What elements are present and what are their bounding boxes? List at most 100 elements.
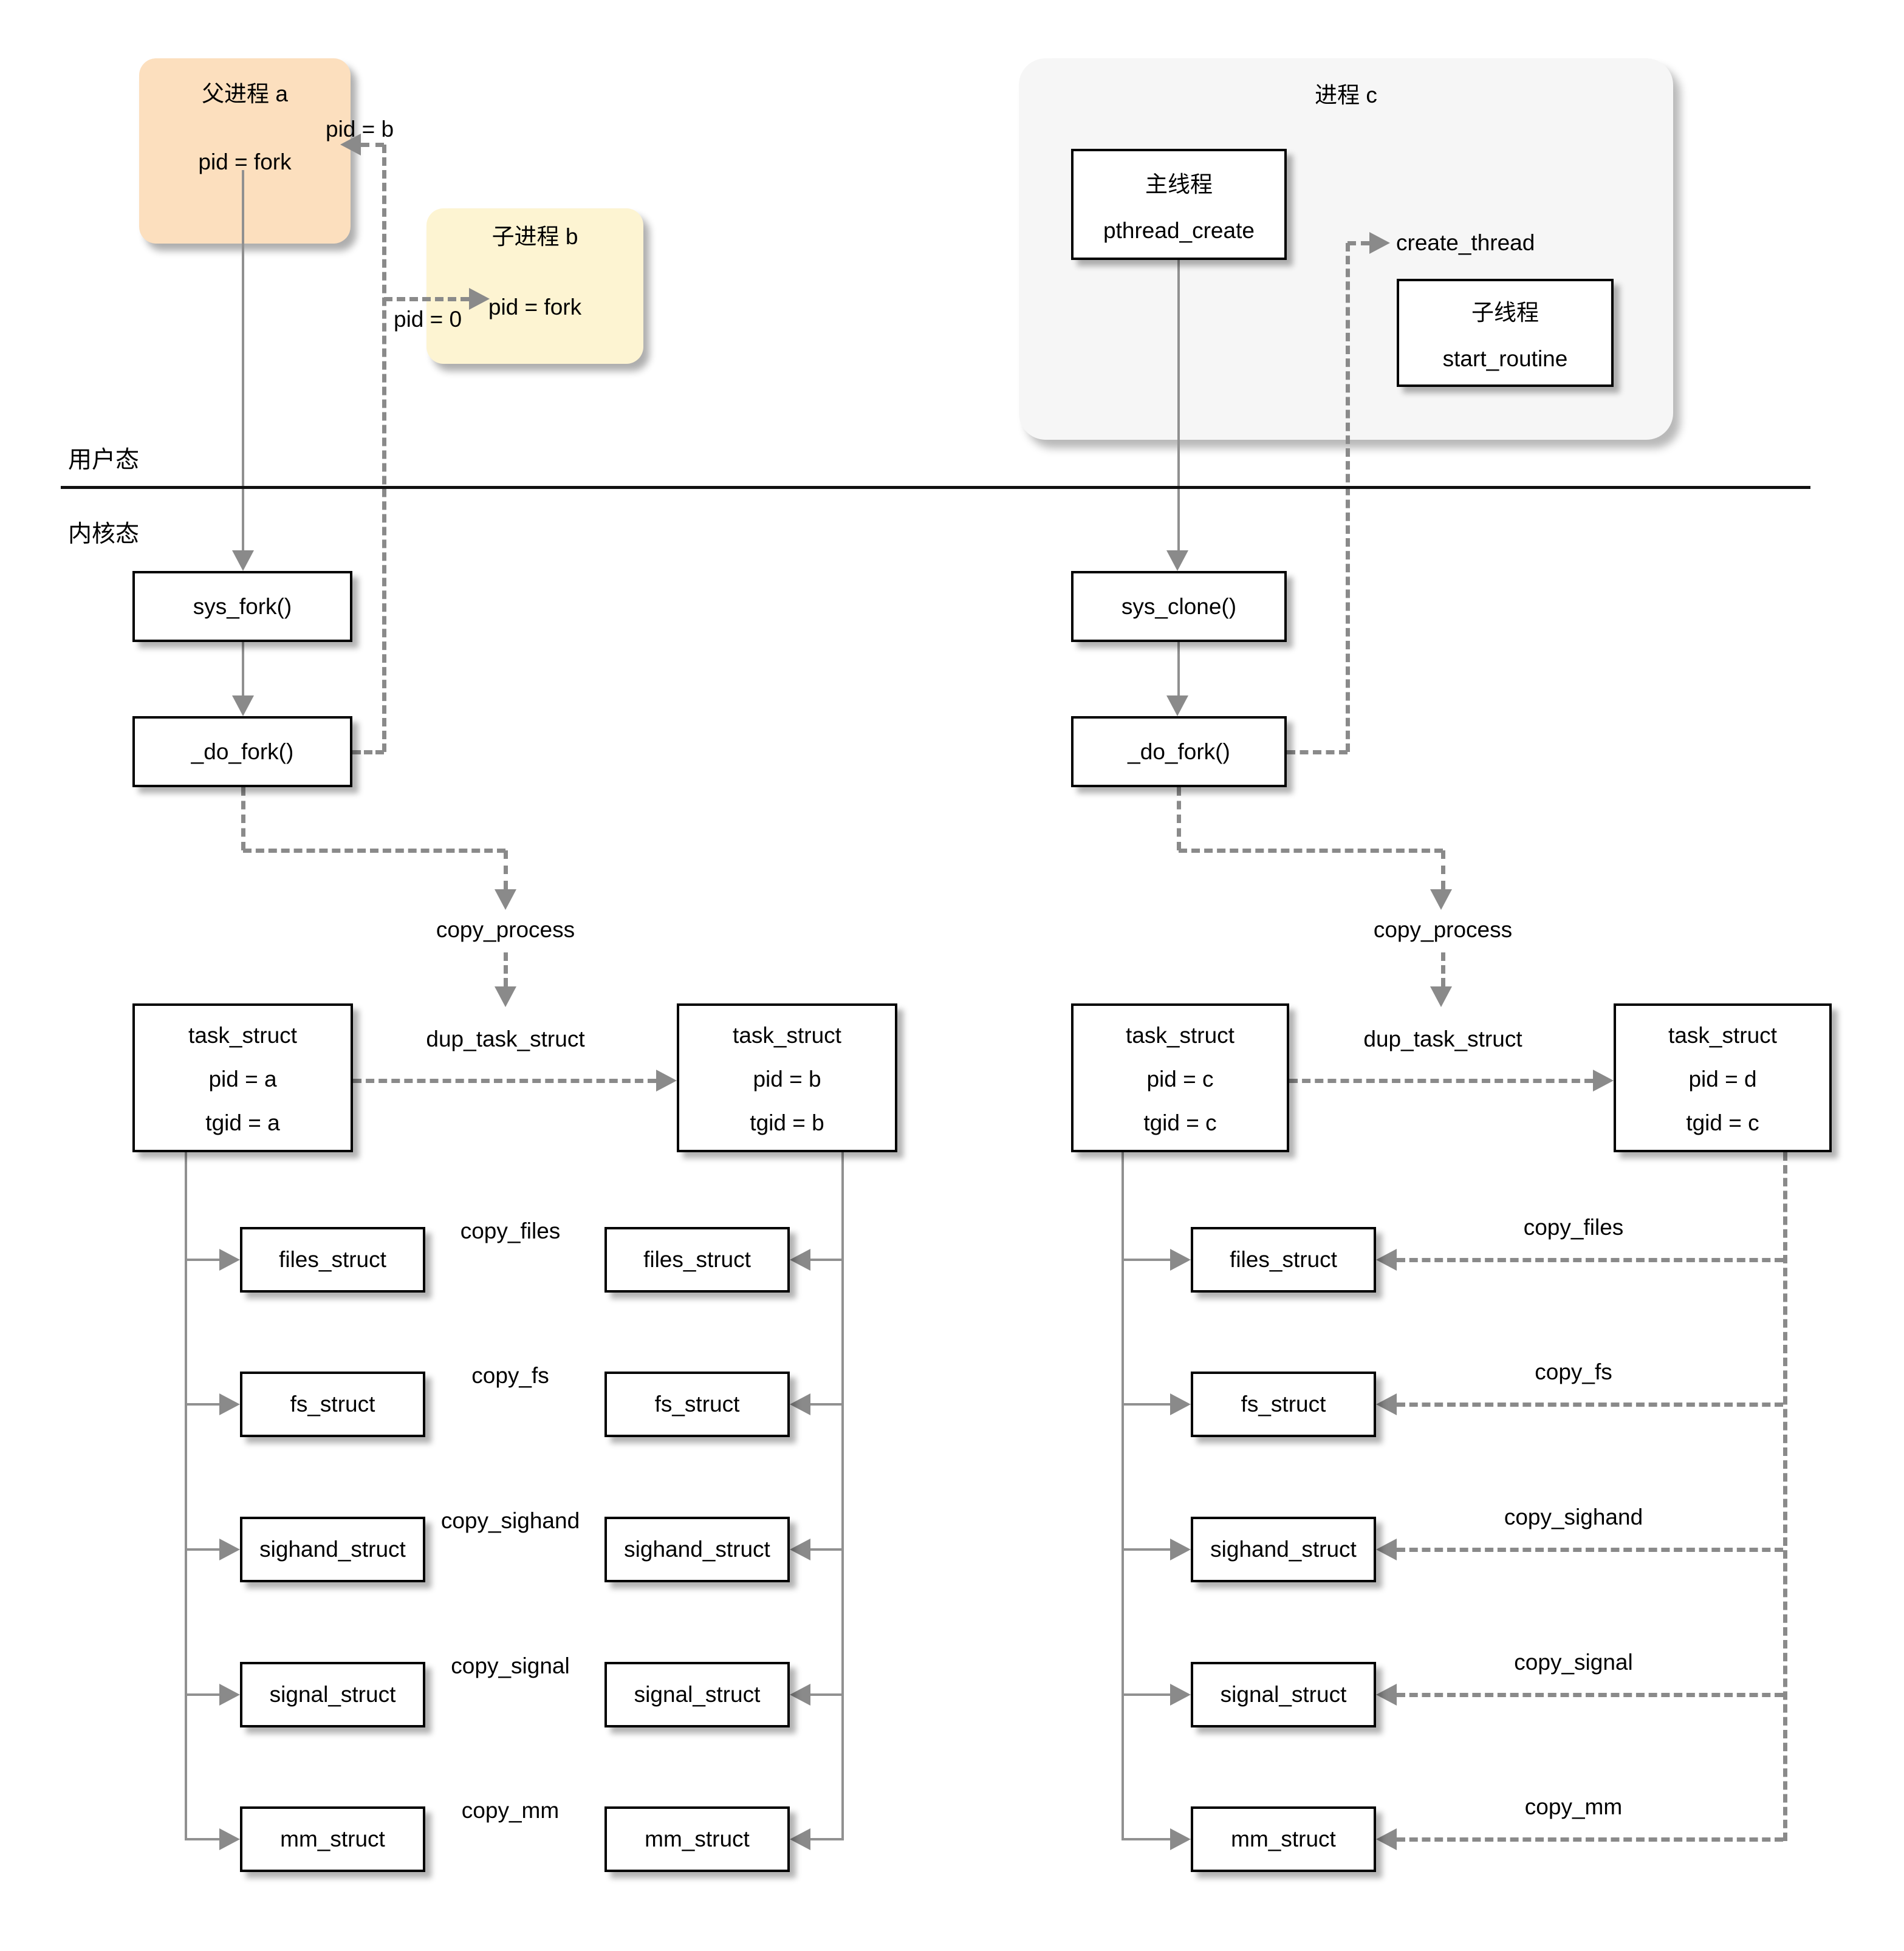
arrow-left-icon [340, 134, 361, 155]
connector-line [1177, 260, 1180, 553]
arrow-right-icon [1170, 1393, 1191, 1415]
child-process-body: pid = fork [488, 295, 582, 319]
arrow-right-icon [656, 1070, 677, 1092]
copy-signal-label: copy_signal [451, 1653, 570, 1678]
arrow-left-icon [1376, 1249, 1397, 1271]
pid-0-label: pid = 0 [394, 307, 462, 332]
arrow-right-icon [219, 1393, 240, 1415]
struct-label: sighand_struct [259, 1537, 406, 1562]
copy-signal-label: copy_signal [1514, 1650, 1633, 1675]
task-struct-title: task_struct [1126, 1023, 1235, 1048]
sys-clone-box: sys_clone() [1071, 571, 1287, 642]
arrow-right-icon [219, 1539, 240, 1560]
mm-struct-box: mm_struct [1191, 1806, 1376, 1872]
connector-dashed-line [1346, 243, 1350, 752]
connector-dashed-line [353, 1079, 656, 1083]
connector-dashed-line [1179, 849, 1443, 853]
arrow-right-icon [219, 1684, 240, 1706]
connector-dashed-line [504, 952, 508, 986]
struct-label: fs_struct [654, 1392, 740, 1416]
task-struct-pid: pid = d [1688, 1067, 1757, 1092]
mm-struct-box: mm_struct [240, 1806, 425, 1872]
task-struct-tgid: tgid = c [1143, 1110, 1217, 1135]
arrow-right-icon [1170, 1828, 1191, 1850]
connector-line [1123, 1548, 1170, 1551]
connector-dashed-line [1441, 952, 1445, 986]
struct-label: sighand_struct [624, 1537, 770, 1562]
connector-dashed-line [1289, 1079, 1593, 1083]
child-process-note: 子进程 b pid = fork [426, 208, 643, 364]
struct-label: mm_struct [1231, 1826, 1336, 1851]
arrow-left-icon [1376, 1828, 1397, 1850]
do-fork-clone-label: _do_fork() [1128, 739, 1230, 764]
arrow-right-icon [219, 1249, 240, 1271]
struct-label: mm_struct [280, 1826, 385, 1851]
mm-struct-box: mm_struct [604, 1806, 790, 1872]
connector-dashed-line [1783, 1152, 1787, 1841]
connector-dashed-line [1397, 1258, 1783, 1262]
connector-line [1123, 1838, 1170, 1840]
arrow-down-icon [1430, 889, 1452, 910]
arrow-left-icon [1376, 1539, 1397, 1560]
create-thread-label: create_thread [1396, 230, 1535, 255]
connector-line [810, 1838, 843, 1840]
files-struct-box: files_struct [604, 1227, 790, 1293]
copy-process-label: copy_process [1373, 917, 1513, 942]
arrow-right-icon [1170, 1539, 1191, 1560]
files-struct-box: files_struct [240, 1227, 425, 1293]
dup-task-struct-label: dup_task_struct [1363, 1027, 1522, 1051]
arrow-left-icon [790, 1393, 810, 1415]
connector-dashed-line [1287, 750, 1348, 754]
files-struct-box: files_struct [1191, 1227, 1376, 1293]
do-fork-clone-box: _do_fork() [1071, 716, 1287, 787]
task-struct-c-box: task_struct pid = c tgid = c [1071, 1003, 1289, 1152]
main-thread-box: 主线程 pthread_create [1071, 149, 1287, 260]
sys-fork-label: sys_fork() [193, 593, 292, 619]
connector-line [186, 1259, 219, 1261]
struct-label: fs_struct [290, 1392, 375, 1416]
struct-label: files_struct [1230, 1247, 1337, 1272]
main-thread-call: pthread_create [1103, 217, 1255, 243]
dup-task-struct-label: dup_task_struct [426, 1027, 585, 1051]
sys-clone-label: sys_clone() [1121, 593, 1237, 619]
copy-mm-label: copy_mm [461, 1798, 560, 1823]
arrow-down-icon [1166, 550, 1188, 571]
connector-dashed-line [1397, 1548, 1783, 1552]
struct-label: signal_struct [1220, 1682, 1347, 1707]
arrow-right-icon [219, 1828, 240, 1850]
connector-dashed-line [1441, 850, 1445, 889]
arrow-down-icon [232, 695, 254, 716]
arrow-left-icon [790, 1828, 810, 1850]
arrow-down-icon [1166, 695, 1188, 716]
connector-line [1123, 1693, 1170, 1696]
connector-line [186, 1548, 219, 1551]
signal-struct-box: signal_struct [240, 1662, 425, 1727]
connector-line [185, 1152, 187, 1840]
process-c-title: 进程 c [1315, 83, 1377, 108]
arrow-left-icon [790, 1539, 810, 1560]
connector-line [810, 1693, 843, 1696]
arrow-down-icon [1430, 986, 1452, 1007]
copy-files-label: copy_files [460, 1218, 561, 1243]
connector-line [810, 1403, 843, 1406]
fs-struct-box: fs_struct [1191, 1372, 1376, 1437]
connector-line [1123, 1259, 1170, 1261]
connector-dashed-line [1348, 241, 1369, 245]
task-struct-a-box: task_struct pid = a tgid = a [132, 1003, 353, 1152]
connector-line [242, 642, 244, 695]
connector-dashed-line [504, 850, 508, 889]
connector-dashed-line [1397, 1837, 1783, 1842]
copy-fs-label: copy_fs [471, 1363, 549, 1388]
arrow-right-icon [1170, 1249, 1191, 1271]
arrow-right-icon [1170, 1684, 1191, 1706]
struct-label: files_struct [279, 1247, 386, 1272]
connector-dashed-line [1177, 787, 1181, 850]
copy-mm-label: copy_mm [1524, 1794, 1623, 1819]
arrow-left-icon [1376, 1684, 1397, 1706]
task-struct-pid: pid = b [753, 1067, 821, 1092]
main-thread-title: 主线程 [1145, 171, 1213, 197]
parent-process-note: 父进程 a pid = fork [139, 58, 351, 244]
copy-fs-label: copy_fs [1535, 1359, 1612, 1384]
task-struct-title: task_struct [733, 1023, 841, 1048]
sighand-struct-box: sighand_struct [604, 1517, 790, 1582]
